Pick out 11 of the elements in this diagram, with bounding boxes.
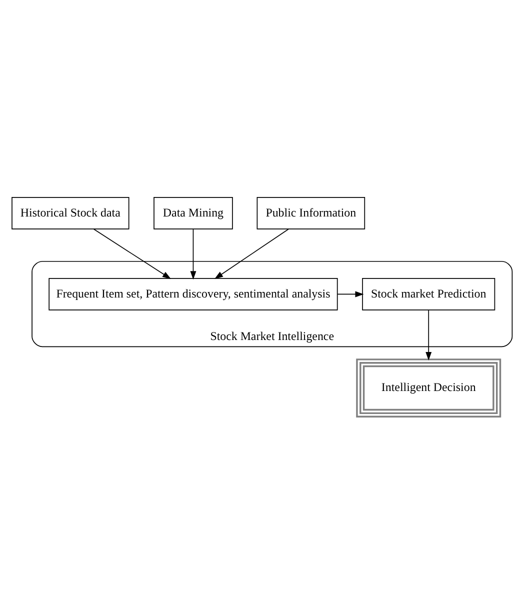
node-box: Frequent Item set, Pattern discovery, sentimental analysis xyxy=(48,278,338,310)
node-box: Stock market Prediction xyxy=(362,278,496,310)
node-box: Public Information xyxy=(256,196,366,230)
arrow xyxy=(337,291,364,298)
arrow xyxy=(93,228,172,279)
arrow xyxy=(190,228,196,280)
node-box: Intelligent Decision xyxy=(356,358,502,418)
node-box: Data Mining xyxy=(154,196,233,230)
arrow xyxy=(426,310,432,361)
node-box: Historical Stock data xyxy=(12,196,130,230)
arrow xyxy=(214,228,289,280)
